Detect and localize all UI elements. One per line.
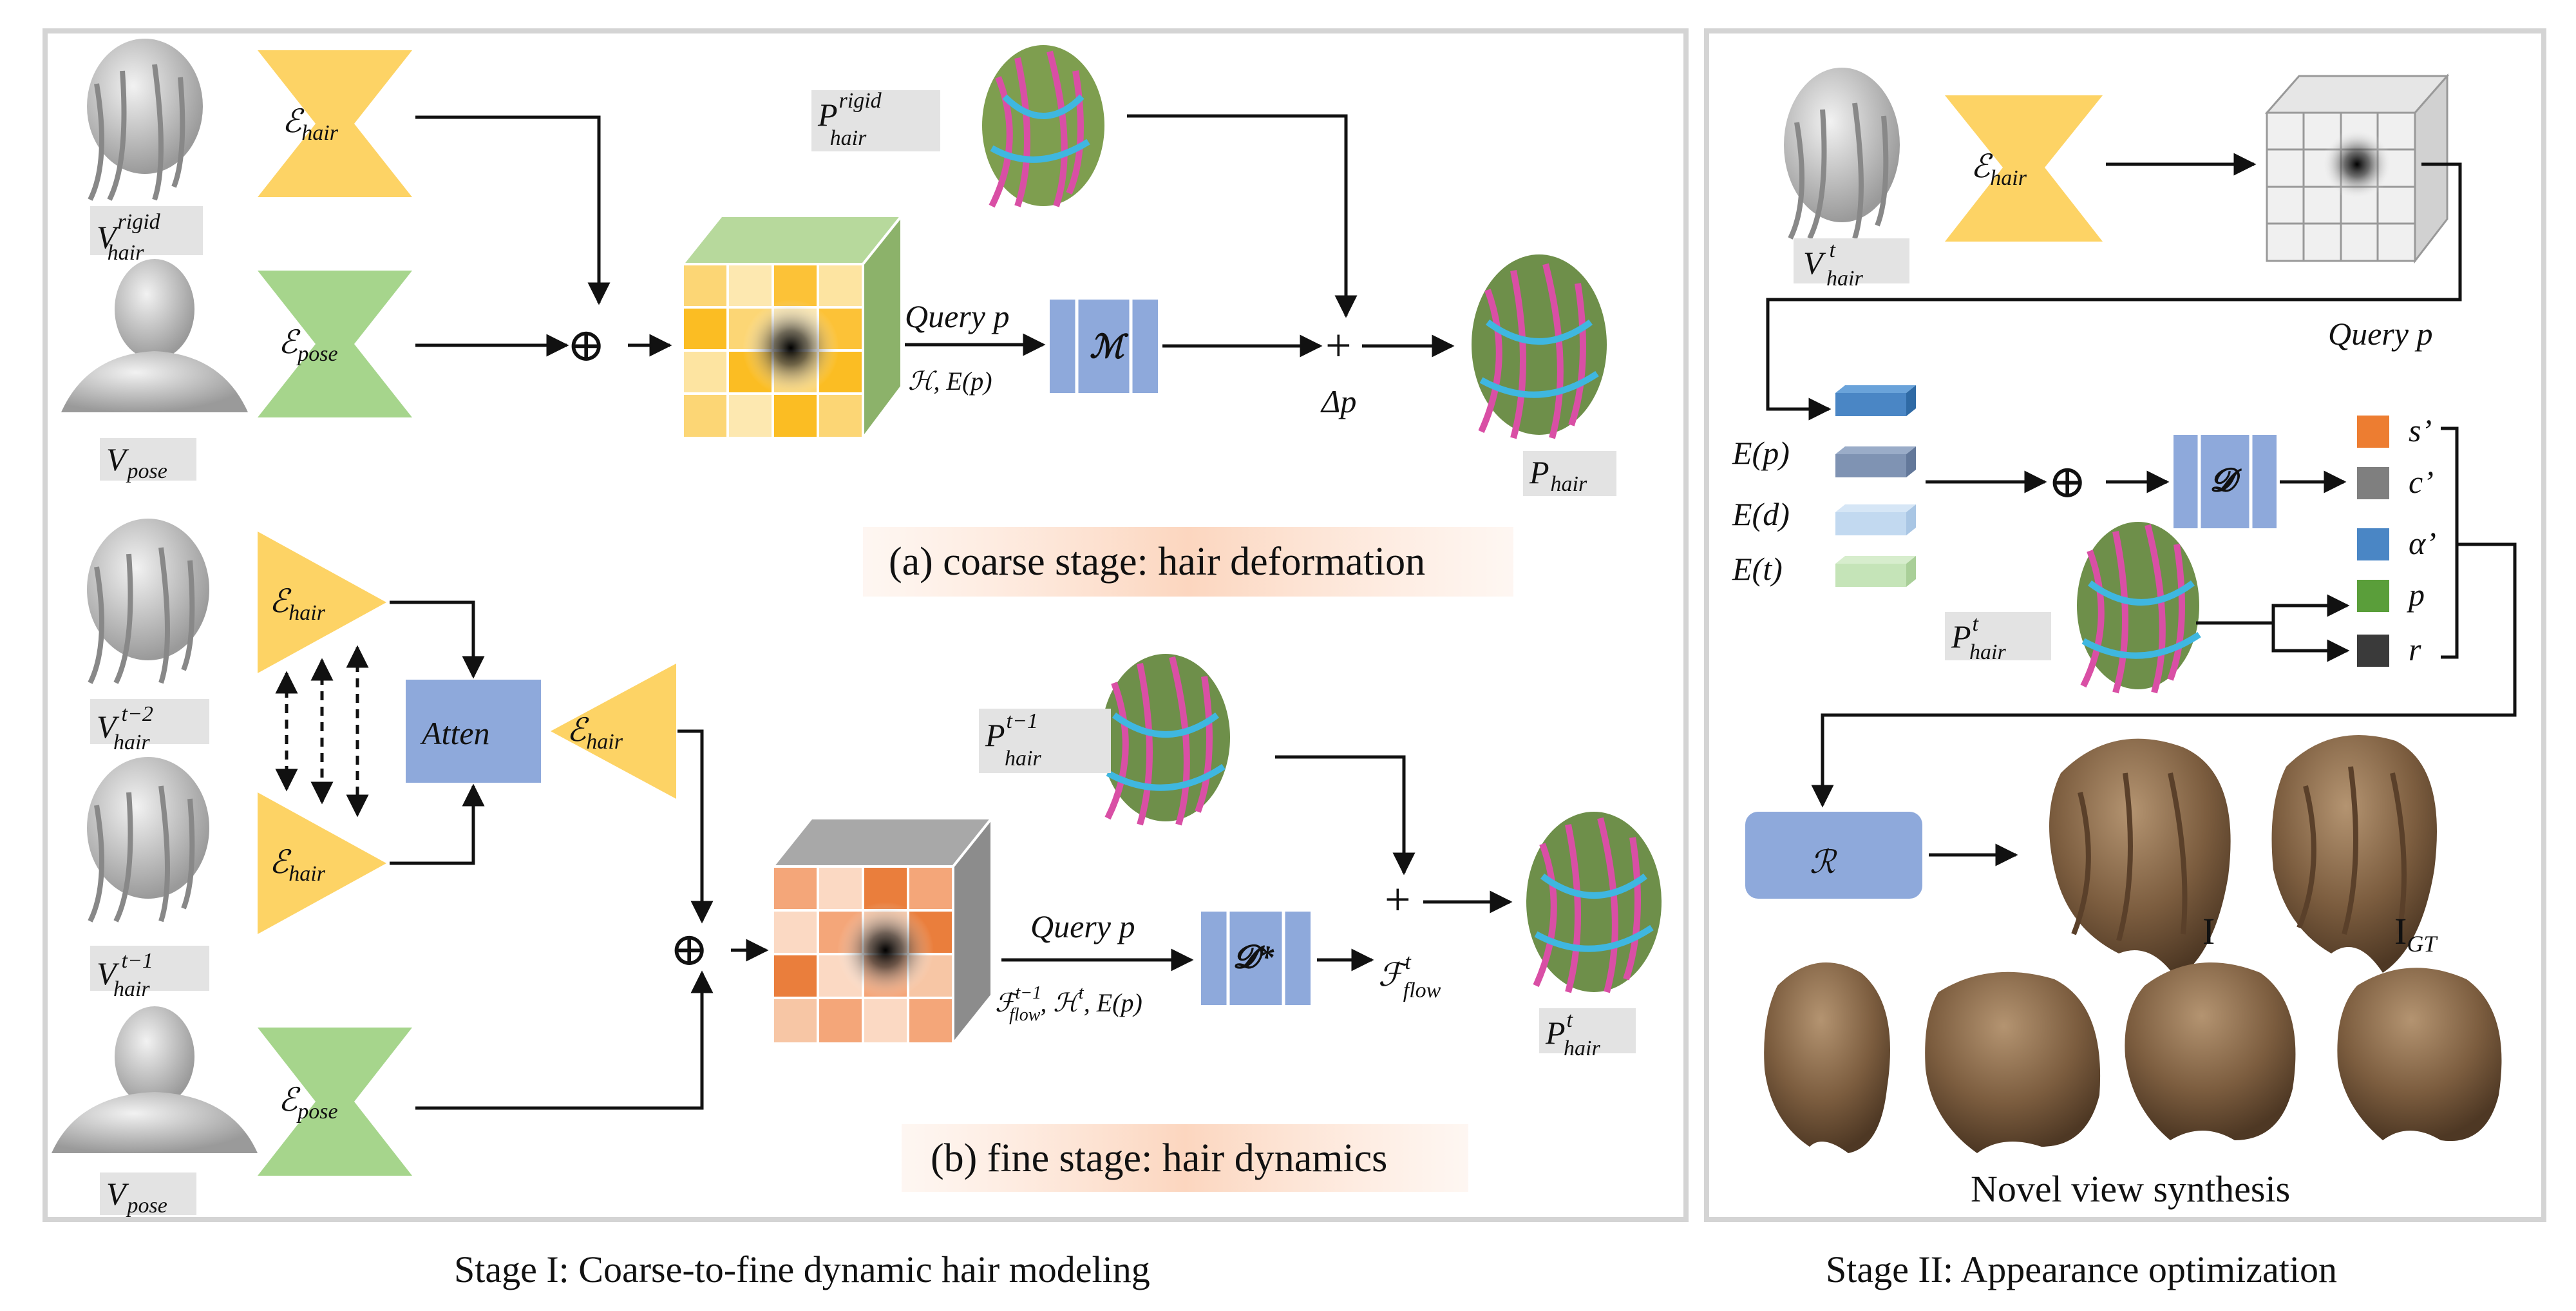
attention-block bbox=[406, 680, 541, 783]
coarse-concat-symbol: ⊕ bbox=[567, 320, 605, 371]
stage2-caption: Stage II: Appearance optimization bbox=[1826, 1249, 2337, 1290]
coarse-pose-encoder-label: ℰpose bbox=[278, 324, 338, 366]
output-alpha-label: α’ bbox=[2409, 525, 2436, 561]
coarse-query-inputs: ℋ, E(p) bbox=[908, 367, 992, 396]
rendered-image-label: I bbox=[2202, 910, 2215, 952]
stage2-decoder-block bbox=[2174, 435, 2277, 528]
fine-pose-encoder-label: ℰpose bbox=[278, 1082, 338, 1124]
hair-points-t-minus-1-icon bbox=[1101, 654, 1230, 826]
rendered-hair-image bbox=[2049, 738, 2231, 979]
fine-query-label: Query p bbox=[1030, 908, 1135, 944]
coarse-hair-encoder bbox=[258, 50, 412, 197]
coarse-query-label: Query p bbox=[905, 298, 1009, 334]
fine-hair-encoder-t2-label: ℰhair bbox=[269, 583, 326, 625]
coarse-pose-encoder bbox=[258, 271, 412, 417]
coarse-delta-label: Δp bbox=[1320, 383, 1356, 419]
fine-hair-encoder-t-minus-1 bbox=[258, 792, 386, 934]
coarse-mlp-label: ℳ bbox=[1090, 329, 1129, 365]
novel-view-1 bbox=[1764, 962, 1890, 1153]
fine-pose-body-mesh-icon bbox=[52, 1006, 258, 1153]
stage2-hair-encoder bbox=[1945, 95, 2103, 242]
output-p-label: p bbox=[2407, 577, 2425, 613]
fine-decoder-label: 𝓓* bbox=[1233, 939, 1274, 975]
embed-label-d: E(d) bbox=[1732, 496, 1790, 532]
fine-feature-volume bbox=[770, 814, 995, 1048]
stage2-hair-encoder-label: ℰhair bbox=[1971, 148, 2027, 190]
stage2-panel bbox=[1704, 28, 2546, 1222]
coarse-mlp-block bbox=[1050, 300, 1158, 393]
temporal-attention-links bbox=[275, 645, 369, 818]
output-hair-points-icon bbox=[1472, 254, 1607, 439]
stage2-hair-points-icon bbox=[2077, 522, 2201, 694]
stage1-panel bbox=[43, 28, 1689, 1222]
embedding-stack bbox=[1835, 385, 1916, 587]
fine-hair-encoder-t1-label: ℰhair bbox=[269, 844, 326, 886]
decoder-outputs bbox=[2357, 416, 2389, 667]
stage2-feature-volume bbox=[2264, 73, 2450, 264]
v-pose-label: Vpose bbox=[106, 441, 167, 483]
fine-hair-encoder-t-minus-2 bbox=[258, 531, 386, 673]
hair-points-t-icon bbox=[1526, 812, 1662, 993]
p-hair-label: Phair bbox=[1529, 454, 1587, 496]
stage2-query-label: Query p bbox=[2328, 316, 2432, 352]
fine-decoder-block bbox=[1201, 912, 1311, 1005]
fine-concat-symbol: ⊕ bbox=[670, 924, 708, 975]
hair-mesh-t-minus-2-icon bbox=[87, 519, 209, 684]
embed-label-p: E(p) bbox=[1732, 435, 1790, 471]
hair-mesh-t-minus-1-icon bbox=[87, 757, 209, 923]
fine-plus-symbol: + bbox=[1385, 874, 1411, 925]
rigid-hair-mesh-icon bbox=[87, 39, 203, 201]
coarse-feature-volume bbox=[679, 212, 905, 442]
output-r-label: r bbox=[2409, 631, 2421, 667]
novel-view-4 bbox=[2337, 968, 2502, 1142]
output-c-label: c’ bbox=[2409, 464, 2434, 500]
rigid-hair-points-icon bbox=[982, 45, 1104, 208]
fine-hair-encoder-attended-label: ℰhair bbox=[567, 712, 623, 754]
coarse-stage-title: (a) coarse stage: hair deformation bbox=[889, 540, 1425, 584]
attention-label: Atten bbox=[420, 715, 490, 751]
renderer-label: ℛ bbox=[1810, 844, 1837, 880]
novel-view-synthesis-label: Novel view synthesis bbox=[1971, 1168, 2290, 1210]
ground-truth-hair-image bbox=[2271, 735, 2437, 973]
stage1-caption: Stage I: Coarse-to-fine dynamic hair mod… bbox=[454, 1249, 1150, 1290]
fine-stage-title: (b) fine stage: hair dynamics bbox=[931, 1136, 1387, 1180]
fine-hair-encoder-attended bbox=[551, 664, 676, 799]
fine-pose-encoder bbox=[258, 1028, 412, 1176]
stage2-hair-mesh-icon bbox=[1784, 68, 1900, 240]
pose-body-mesh-icon bbox=[61, 259, 248, 412]
output-s-label: s’ bbox=[2409, 412, 2432, 448]
gt-image-label: IGT bbox=[2394, 910, 2438, 957]
renderer-block bbox=[1745, 812, 1922, 899]
novel-view-3 bbox=[2125, 962, 2296, 1140]
novel-view-2 bbox=[1925, 971, 2101, 1153]
coarse-hair-encoder-label: ℰhair bbox=[282, 103, 339, 145]
stage2-concat-symbol: ⊕ bbox=[2048, 456, 2087, 508]
embed-label-t: E(t) bbox=[1732, 551, 1783, 587]
fine-v-pose-label: Vpose bbox=[106, 1176, 167, 1218]
coarse-plus-symbol: + bbox=[1325, 320, 1352, 371]
